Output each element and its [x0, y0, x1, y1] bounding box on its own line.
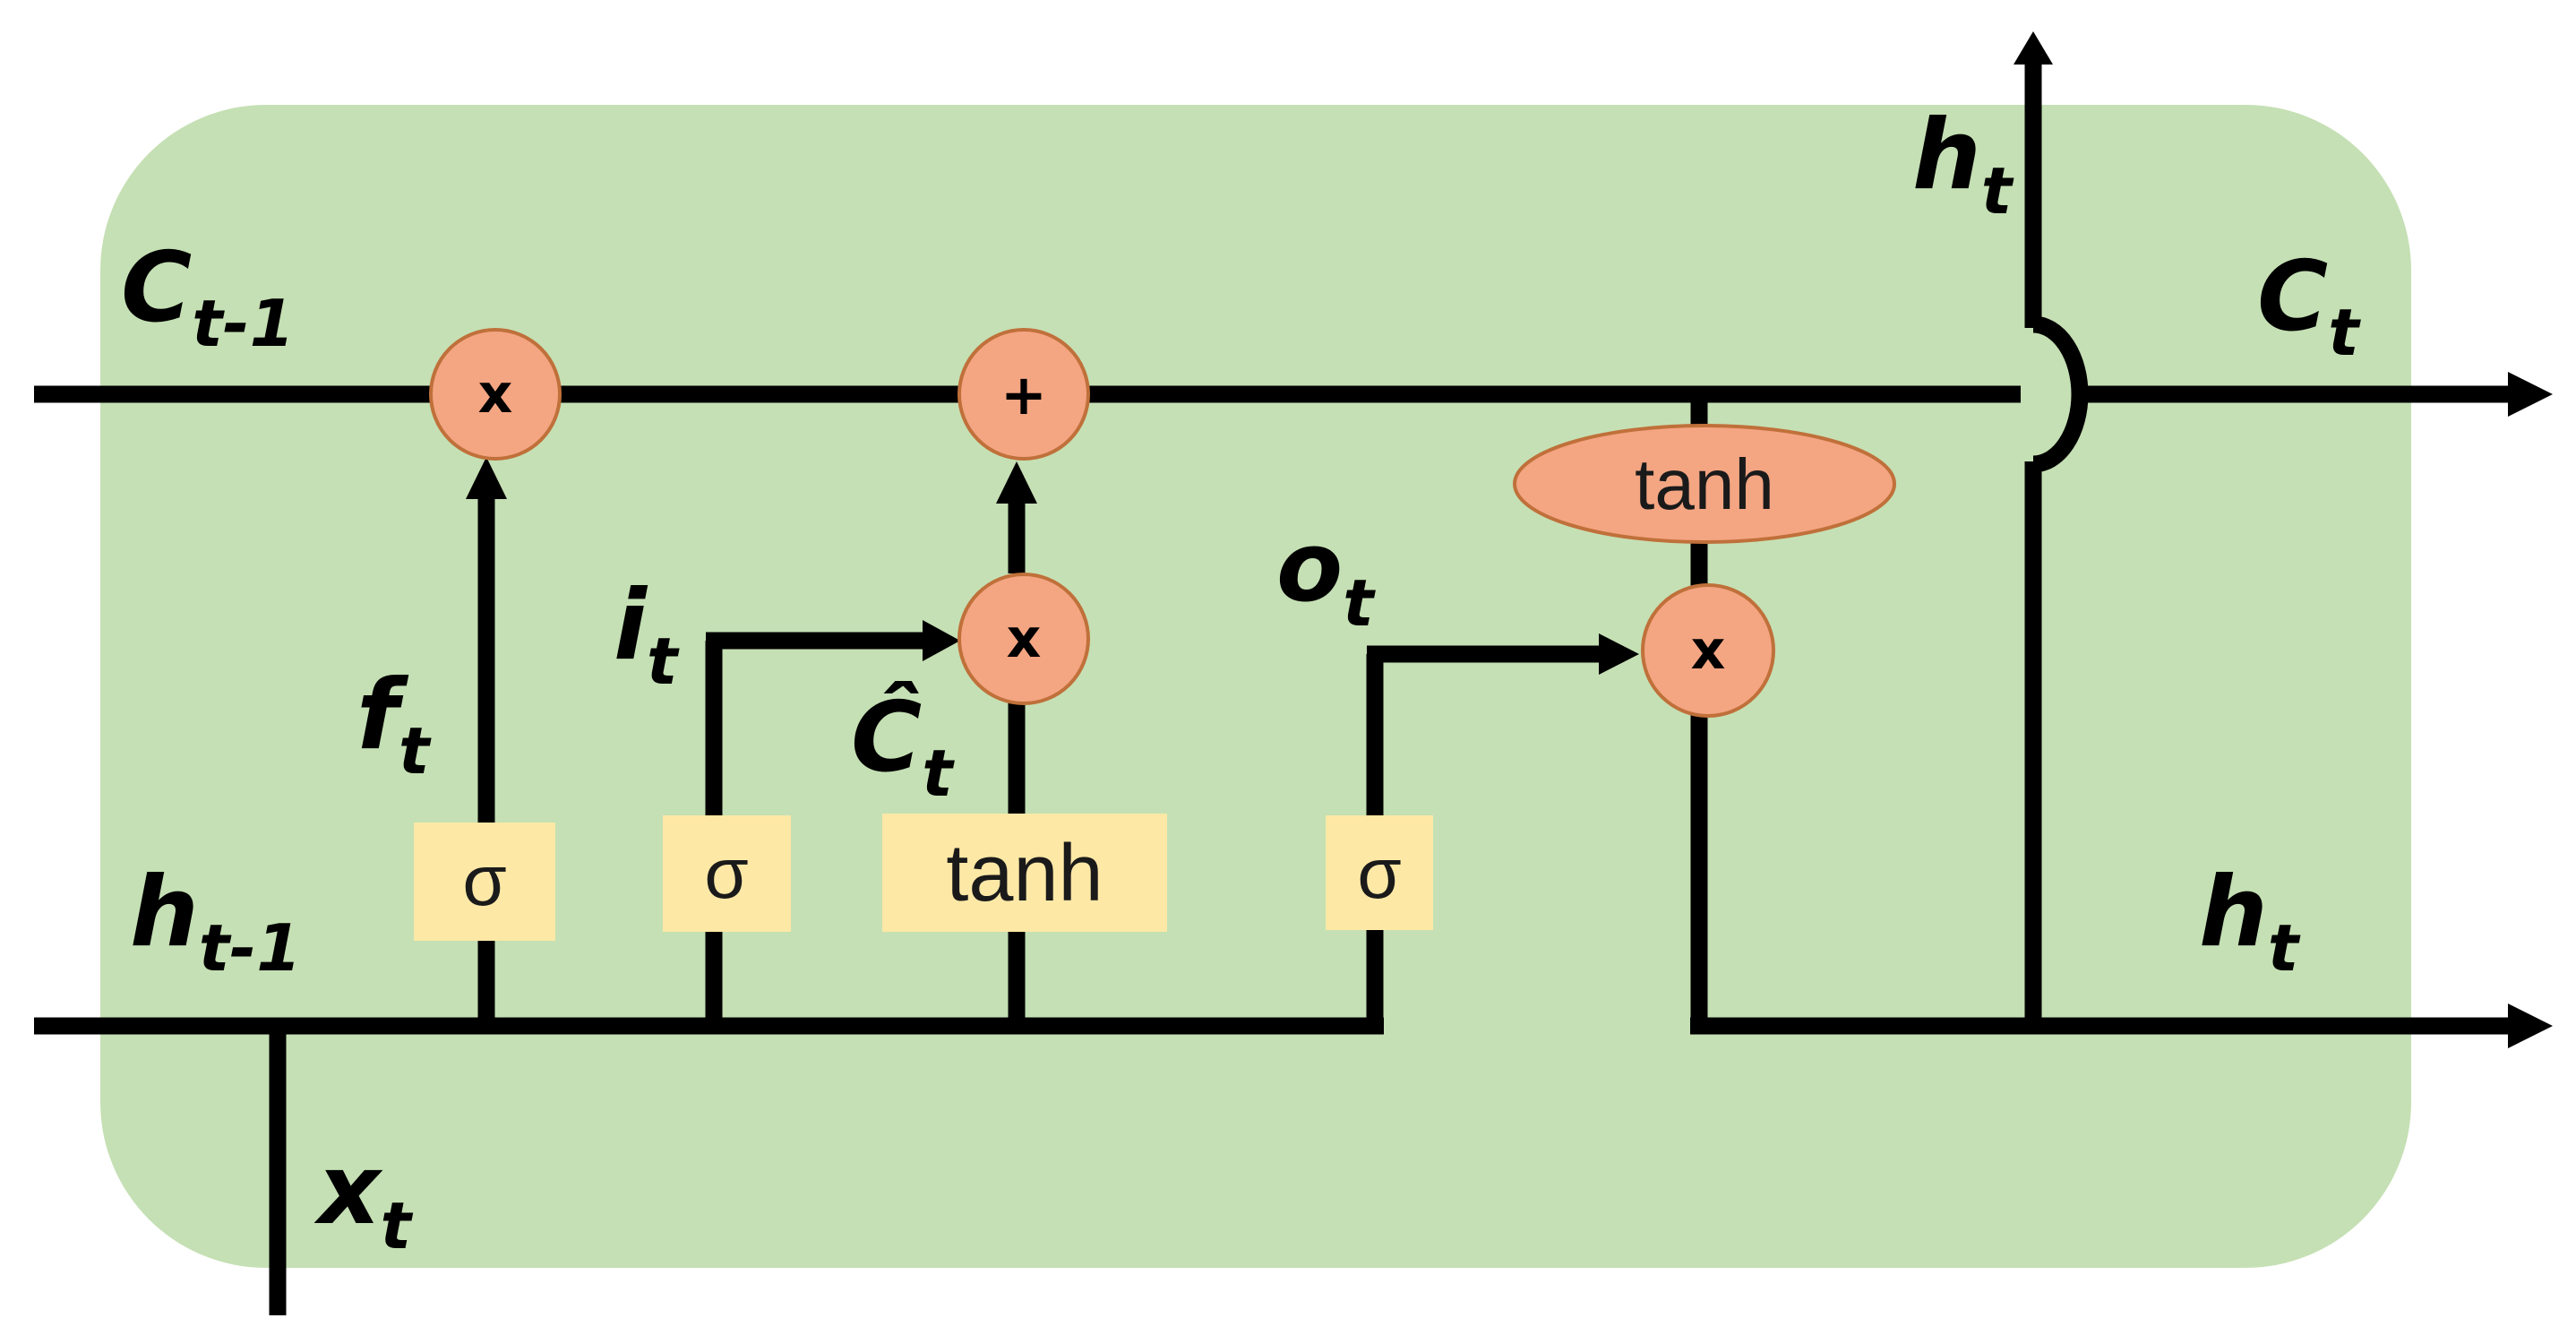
output-gate-arrowhead: [1599, 633, 1639, 675]
forget-multiply-symbol: x: [478, 363, 513, 426]
input-multiply-node: x: [957, 573, 1090, 705]
output-multiply-node: x: [1641, 583, 1775, 718]
label-x-t: xt: [313, 1134, 414, 1263]
forget-multiply-node: x: [429, 328, 562, 461]
input-gate-arrowhead: [923, 620, 960, 661]
label-c-hat-t: Ĉt: [851, 680, 955, 811]
label-h-top: ht: [1912, 99, 2014, 228]
input-sigma-label: σ: [704, 833, 748, 913]
output-sigma-label: σ: [1357, 833, 1401, 913]
cell-background: [100, 105, 2411, 1268]
h-branch-arrowhead: [2014, 31, 2053, 65]
h-branch-jump: [2032, 315, 2089, 473]
cell-add-node: +: [957, 328, 1090, 461]
output-sigma-gate: σ: [1326, 815, 1433, 930]
label-c-prev: Ct-1: [121, 232, 295, 361]
input-multiply-symbol: x: [1007, 607, 1042, 670]
cell-add-symbol: +: [1000, 362, 1047, 427]
candidate-tanh-label: tanh: [946, 829, 1103, 918]
hidden-state-arrowhead: [2508, 1004, 2553, 1048]
label-o-t: ot: [1276, 512, 1376, 641]
label-i-t: it: [614, 570, 680, 699]
input-mult-to-add-arrowhead: [996, 461, 1037, 504]
input-sigma-gate: σ: [663, 815, 791, 932]
label-c-out: Ct: [2257, 241, 2361, 370]
cell-tanh-label: tanh: [1635, 444, 1774, 524]
cell-tanh-node: tanh: [1513, 424, 1896, 544]
output-multiply-symbol: x: [1691, 619, 1726, 682]
label-h-out: ht: [2199, 857, 2301, 986]
forget-sigma-gate: σ: [414, 823, 555, 941]
label-h-prev: ht-1: [130, 857, 301, 986]
cell-state-arrowhead: [2508, 372, 2553, 417]
forget-gate-arrowhead: [466, 457, 507, 499]
candidate-tanh-gate: tanh: [882, 814, 1167, 932]
forget-sigma-label: σ: [462, 840, 506, 920]
